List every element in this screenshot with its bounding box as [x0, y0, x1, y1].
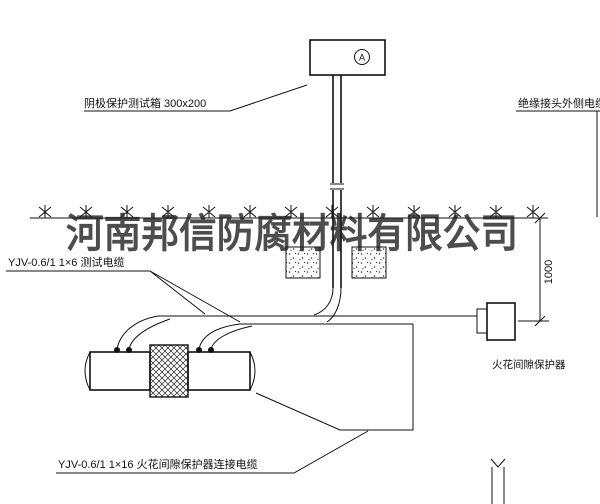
- test-post-upper: [332, 75, 342, 183]
- pipeline: [84, 344, 256, 398]
- cable-drop-a2: [128, 318, 171, 350]
- legend-symbol: [490, 458, 506, 504]
- ground: [30, 205, 548, 219]
- protector-body: [486, 302, 516, 341]
- test-box-label: 阴极保护测试箱 300x200: [84, 96, 206, 110]
- pipe-left-cap: [84, 351, 91, 391]
- legend-chevron-icon: [490, 458, 506, 468]
- dimension-text: 1000: [543, 260, 555, 284]
- meter-letter: A: [359, 53, 365, 63]
- foundation-right: [351, 246, 387, 279]
- spark-gap-protector-label: 火花间隙保护器: [492, 358, 566, 371]
- protector-connection-cable: [255, 324, 414, 431]
- protector-cap: [476, 308, 488, 334]
- legend-symbol-lines: [491, 467, 505, 504]
- dimension: 1000: [518, 212, 555, 327]
- pipe-right-section: [187, 351, 251, 391]
- test-box: A: [309, 39, 386, 76]
- outer-cable-label: 绝缘接头外侧电缆: [518, 96, 600, 110]
- connection-cable-label: YJV-0.6/1 1×16 火花间隙保护器连接电缆: [58, 457, 258, 471]
- post-cable-left: [313, 287, 334, 316]
- connection-cable-leader: [56, 430, 369, 474]
- foundation-left: [285, 246, 321, 279]
- cable-drop-b2: [210, 325, 253, 350]
- watermark-text: 河南邦信防腐材料有限公司: [66, 210, 518, 257]
- ground-hatch: [38, 205, 540, 218]
- dimension-ticks: [534, 212, 546, 327]
- test-cable-label: YJV-0.6/1 1×6 测试电缆: [8, 256, 124, 269]
- test-box-outline: [309, 39, 386, 76]
- test-post-lower: [332, 190, 342, 288]
- pipe-left-section: [89, 351, 151, 391]
- spark-gap-protector: [476, 302, 516, 341]
- annotations: 阴极保护测试箱 300x200 绝缘接头外侧电缆 YJV-0.6/1 1×6 测…: [6, 84, 600, 474]
- insulating-joint: [149, 344, 189, 398]
- weld-dot: [114, 347, 120, 353]
- cable-run-upper: [116, 315, 477, 350]
- weld-dot: [208, 347, 214, 353]
- foundations: [285, 246, 387, 279]
- test-box-leader: [84, 84, 308, 112]
- outer-cable-leader: [516, 110, 600, 217]
- meter-circle-icon: [354, 49, 370, 65]
- cables: [116, 287, 477, 431]
- weld-dot: [126, 347, 132, 353]
- test-cable-leader: [6, 270, 241, 323]
- weld-dot: [196, 347, 202, 353]
- post-cable-right: [326, 287, 342, 323]
- test-post: [330, 75, 344, 288]
- cable-run-lower: [198, 323, 413, 350]
- pipe-right-cap: [249, 351, 256, 391]
- post-coupling: [330, 183, 344, 190]
